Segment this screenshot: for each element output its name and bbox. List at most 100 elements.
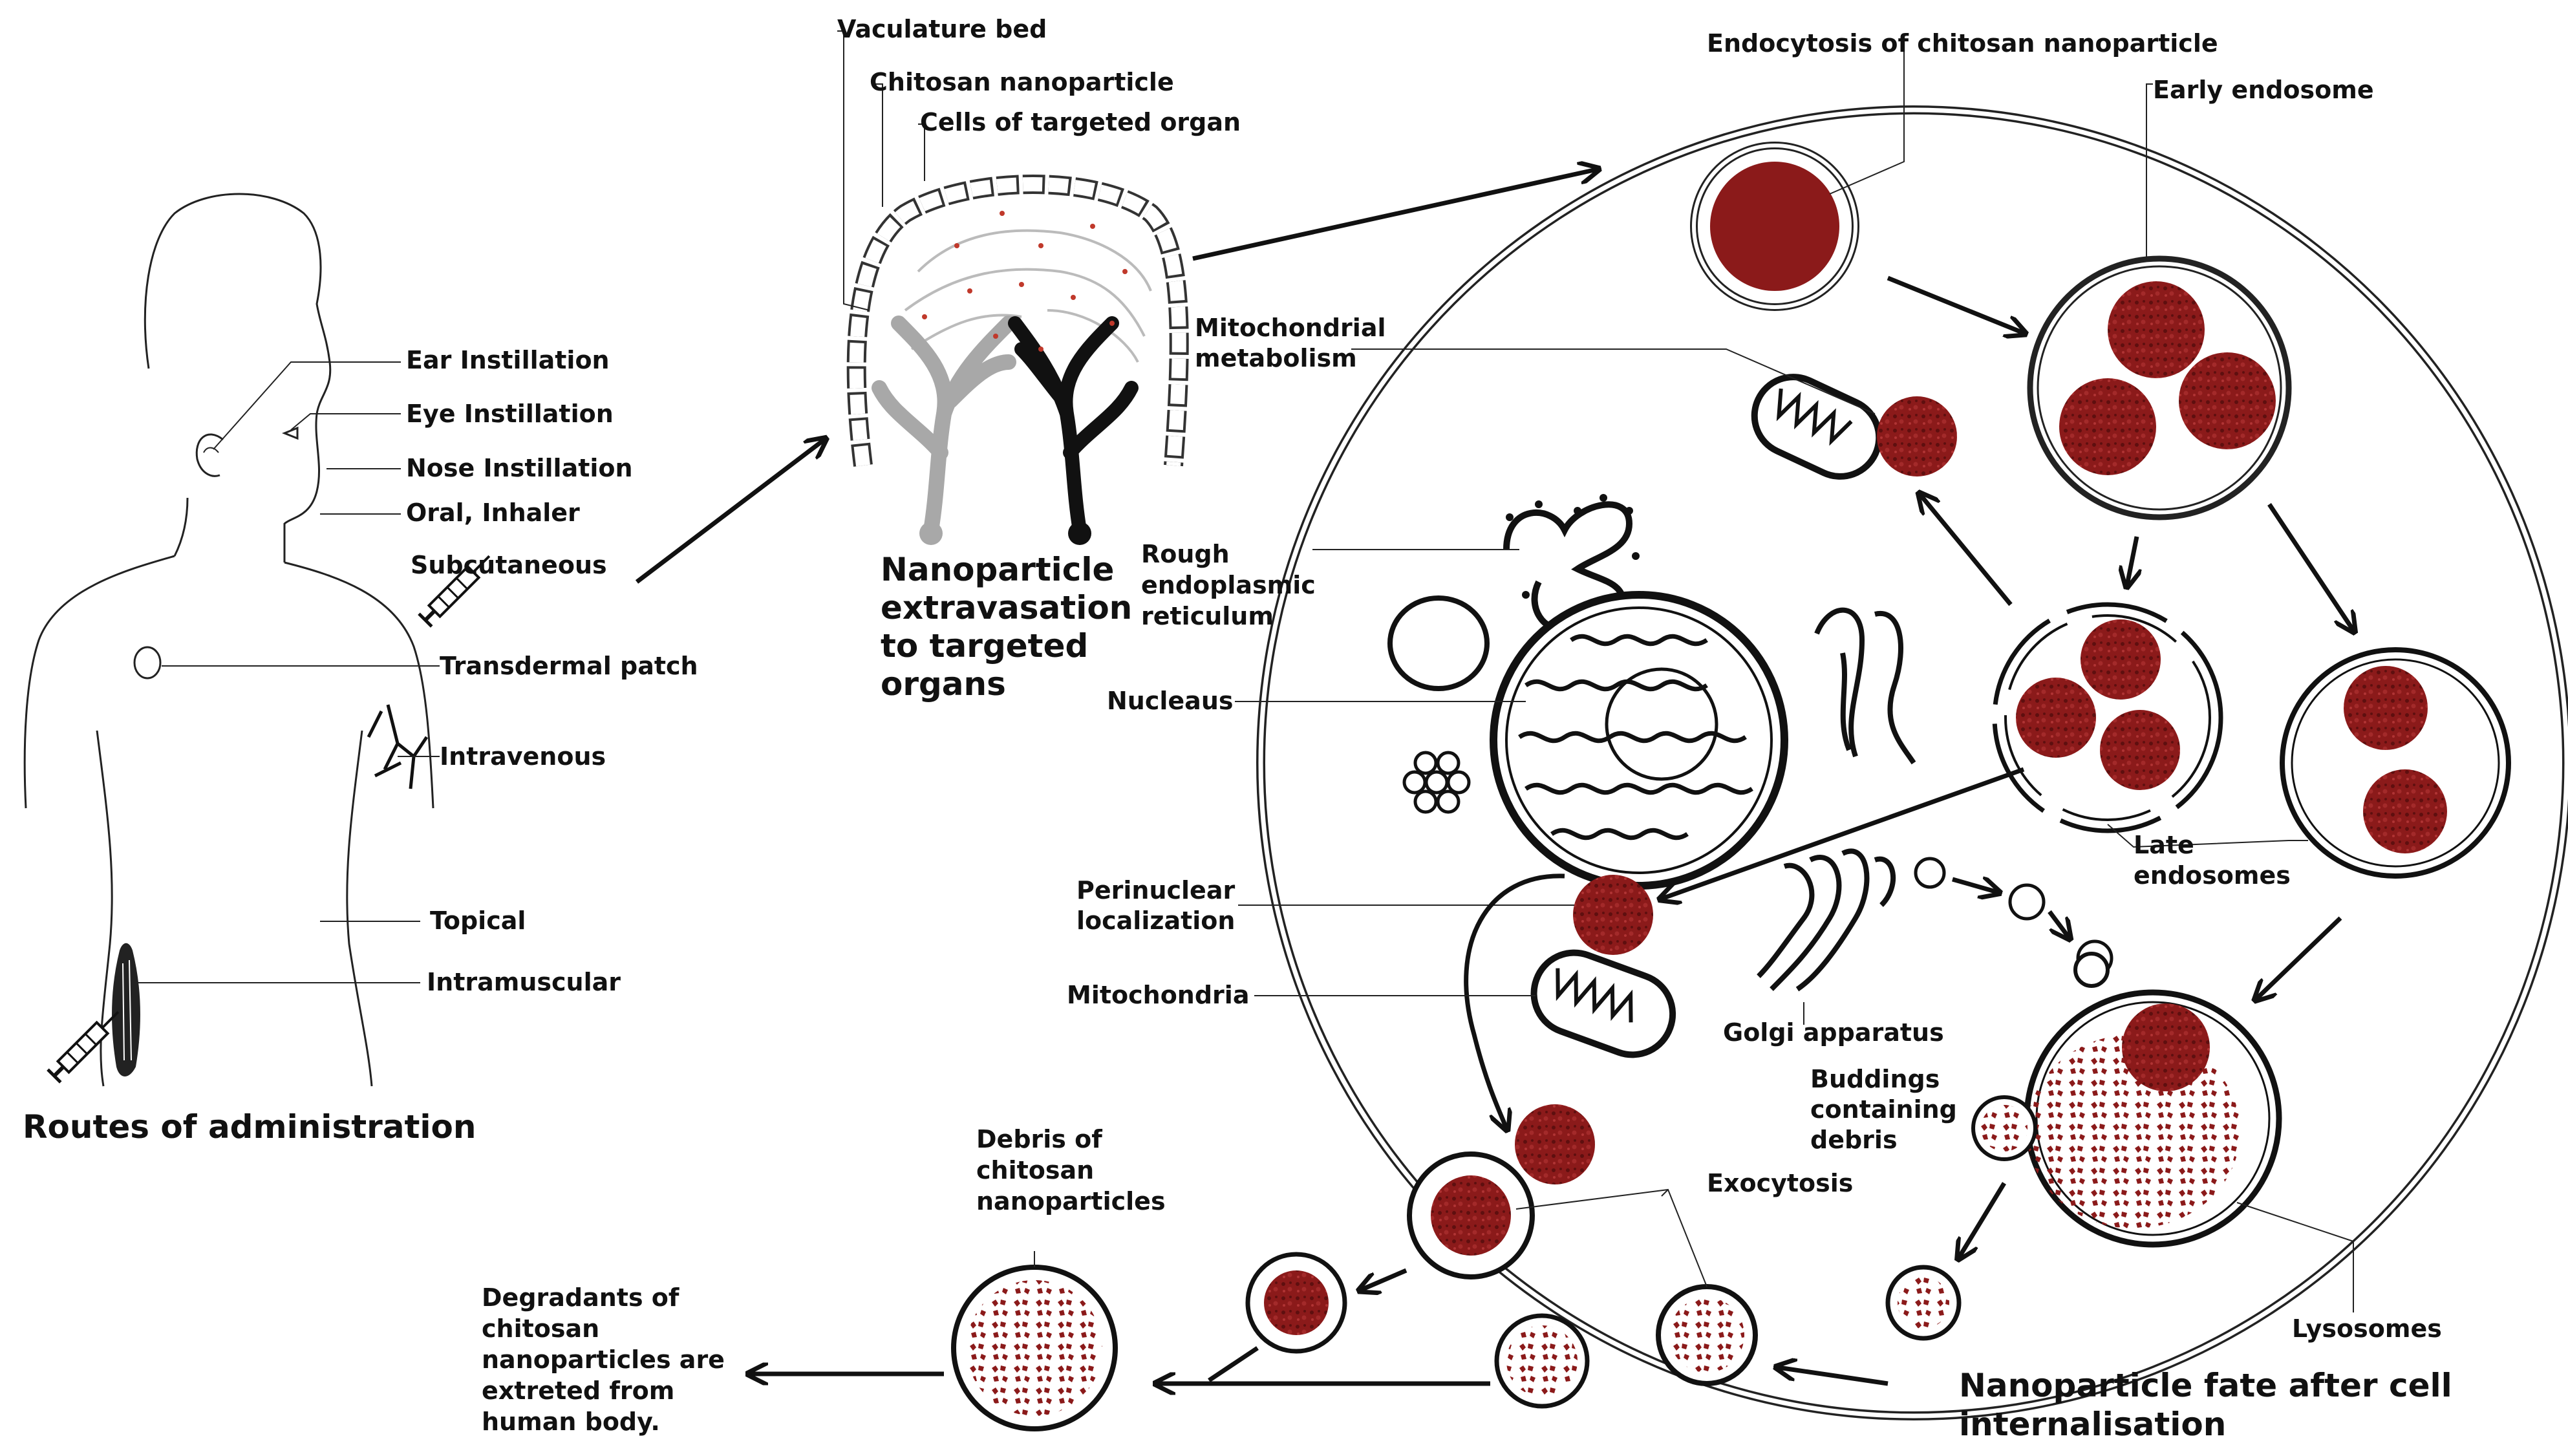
label-mito-metabolism-line1: Mitochondrial: [1195, 314, 1386, 342]
arrow-early-to-late: [2127, 536, 2137, 585]
mitochondrion-upper: [1751, 374, 1883, 480]
extravasation-title-line2: extravasation: [881, 589, 1132, 626]
label-vasculature-bed: Vaculature bed: [837, 15, 1047, 43]
exocytosis-leader-2: [1661, 1189, 1669, 1197]
cell-membrane: [1256, 105, 2568, 1420]
routes-leaders: [133, 361, 440, 983]
label-chitosan-nanoparticle: Chitosan nanoparticle: [870, 68, 1174, 96]
syringe-icon: [47, 1011, 120, 1084]
label-debris-line1: Debris of: [976, 1125, 1102, 1153]
label-perinuclear-line1: Perinuclear: [1076, 876, 1235, 905]
exocytosis-vesicle-middle: [1656, 1284, 1758, 1386]
debris-vesicle: [951, 1265, 1118, 1431]
arrow-right-to-lysosome: [2256, 916, 2342, 999]
arrow-endocytosis-to-early: [1887, 275, 2024, 333]
late-endosomes-leader: [2107, 824, 2308, 848]
label-transdermal: Transdermal patch: [440, 652, 698, 680]
label-late-endosomes-line1: Late: [2134, 831, 2194, 859]
label-perinuclear-line2: localization: [1076, 906, 1235, 935]
late-endosome-right: [2280, 647, 2511, 879]
exocytosis-leader-1: [1515, 1188, 1707, 1287]
nanoparticle-mito-metabolism: [1877, 396, 1957, 476]
nanoparticle-perinuclear: [1573, 875, 1653, 955]
endocytosis-leader: [1829, 36, 1905, 195]
vein-icon: [367, 704, 429, 789]
label-lysosomes: Lysosomes: [2292, 1314, 2442, 1343]
arrow-golgi-vesicle-1: [1952, 879, 1998, 892]
label-rough-er-line2: endoplasmic: [1141, 571, 1316, 599]
transdermal-patch-icon: [133, 646, 162, 680]
early-endosome: [2027, 255, 2292, 520]
label-degradants-line4: extreted from: [482, 1376, 674, 1405]
label-degradants-line2: chitosan: [482, 1314, 599, 1343]
label-intramuscular: Intramuscular: [427, 968, 621, 996]
syringe-icon: [418, 555, 491, 628]
golgi-near-nucleus: [1814, 607, 1916, 765]
arrow-perinuclear-to-exocytosis: [1464, 873, 1565, 1128]
routes-title: Routes of administration: [23, 1108, 476, 1146]
arrow-golgi-vesicle-2: [2048, 910, 2069, 937]
human-figure: [23, 193, 434, 1087]
exocytosis-vesicle-left: [1407, 1151, 1535, 1279]
label-degradants-line5: human body.: [482, 1408, 660, 1436]
arrow-routes-to-extravasation: [635, 440, 824, 584]
exocytosis-vesicle-right: [1885, 1265, 1962, 1341]
label-debris-line3: nanoparticles: [976, 1187, 1166, 1215]
arrow-vesicle-out: [1361, 1268, 1407, 1290]
fate-title-line1: Nanoparticle fate after cell: [1959, 1367, 2452, 1404]
arrow-early-to-right: [2267, 503, 2353, 630]
label-rough-er-line1: Rough: [1141, 540, 1230, 568]
label-exocytosis: Exocytosis: [1707, 1169, 1853, 1197]
lysosome-leader: [2236, 1202, 2354, 1312]
extravasation-title-line1: Nanoparticle: [881, 551, 1114, 588]
mitochondrion-lower: [1530, 949, 1676, 1058]
label-golgi: Golgi apparatus: [1723, 1018, 1944, 1047]
budding-vesicle: [1971, 1095, 2037, 1161]
label-mitochondria: Mitochondria: [1067, 981, 1249, 1009]
label-mito-metabolism-line2: metabolism: [1195, 344, 1357, 372]
label-intravenous: Intravenous: [440, 742, 606, 771]
arrow-extravasation-to-cell: [1192, 169, 1597, 261]
arrow-late-to-mito: [1920, 495, 2013, 606]
label-rough-er-line3: reticulum: [1141, 602, 1274, 630]
arrow-late-to-perinuclear: [1662, 767, 2025, 899]
early-endosome-leader: [2146, 83, 2153, 259]
fate-title-line2: internalisation: [1959, 1406, 2226, 1443]
label-ear-instillation: Ear Instillation: [406, 346, 610, 374]
label-eye-instillation: Eye Instillation: [406, 400, 614, 428]
nucleus: [1490, 591, 1788, 890]
label-debris-line2: chitosan: [976, 1156, 1094, 1184]
label-degradants-line3: nanoparticles are: [482, 1345, 725, 1374]
arrow-released-join: [1208, 1346, 1259, 1382]
late-endosomes: [1992, 602, 2223, 833]
arrow-fate-pointer: [1778, 1367, 1889, 1386]
golgi-apparatus: [1757, 848, 1896, 992]
label-buddings-line3: debris: [1810, 1126, 1898, 1154]
vacuole: [1387, 595, 1490, 691]
label-early-endosome: Early endosome: [2153, 76, 2374, 104]
extravasation-leaders: [837, 30, 925, 311]
vasculature-bed-illustration: [846, 175, 1189, 545]
arrow-lysosome-to-exit: [1959, 1182, 2006, 1258]
label-buddings-line1: Buddings: [1810, 1065, 1940, 1093]
label-nose-instillation: Nose Instillation: [406, 454, 633, 482]
mito-metabolism-leader: [1351, 348, 1876, 414]
label-late-endosomes-line2: endosomes: [2134, 861, 2291, 890]
label-buddings-line2: containing: [1810, 1095, 1957, 1124]
released-vesicle-1: [1494, 1313, 1590, 1409]
label-degradants-line1: Degradants of: [482, 1283, 679, 1312]
endocytosis-vesicle: [1690, 142, 1859, 311]
nanoparticle-exit-top: [1515, 1104, 1595, 1184]
ribosome-cluster: [1402, 751, 1471, 814]
extravasation-title-line4: organs: [881, 665, 1006, 703]
extravasation-title-line3: to targeted: [881, 627, 1088, 665]
released-vesicle-2: [1245, 1252, 1347, 1354]
label-endocytosis: Endocytosis of chitosan nanoparticle: [1707, 29, 2218, 58]
label-subcutaneous: Subcutaneous: [411, 551, 607, 579]
muscle-icon: [112, 943, 140, 1076]
label-cells-of-targeted-organ: Cells of targeted organ: [920, 108, 1241, 136]
label-oral-inhaler: Oral, Inhaler: [406, 498, 580, 527]
label-topical: Topical: [430, 906, 526, 935]
label-nucleus: Nucleaus: [1107, 687, 1234, 715]
